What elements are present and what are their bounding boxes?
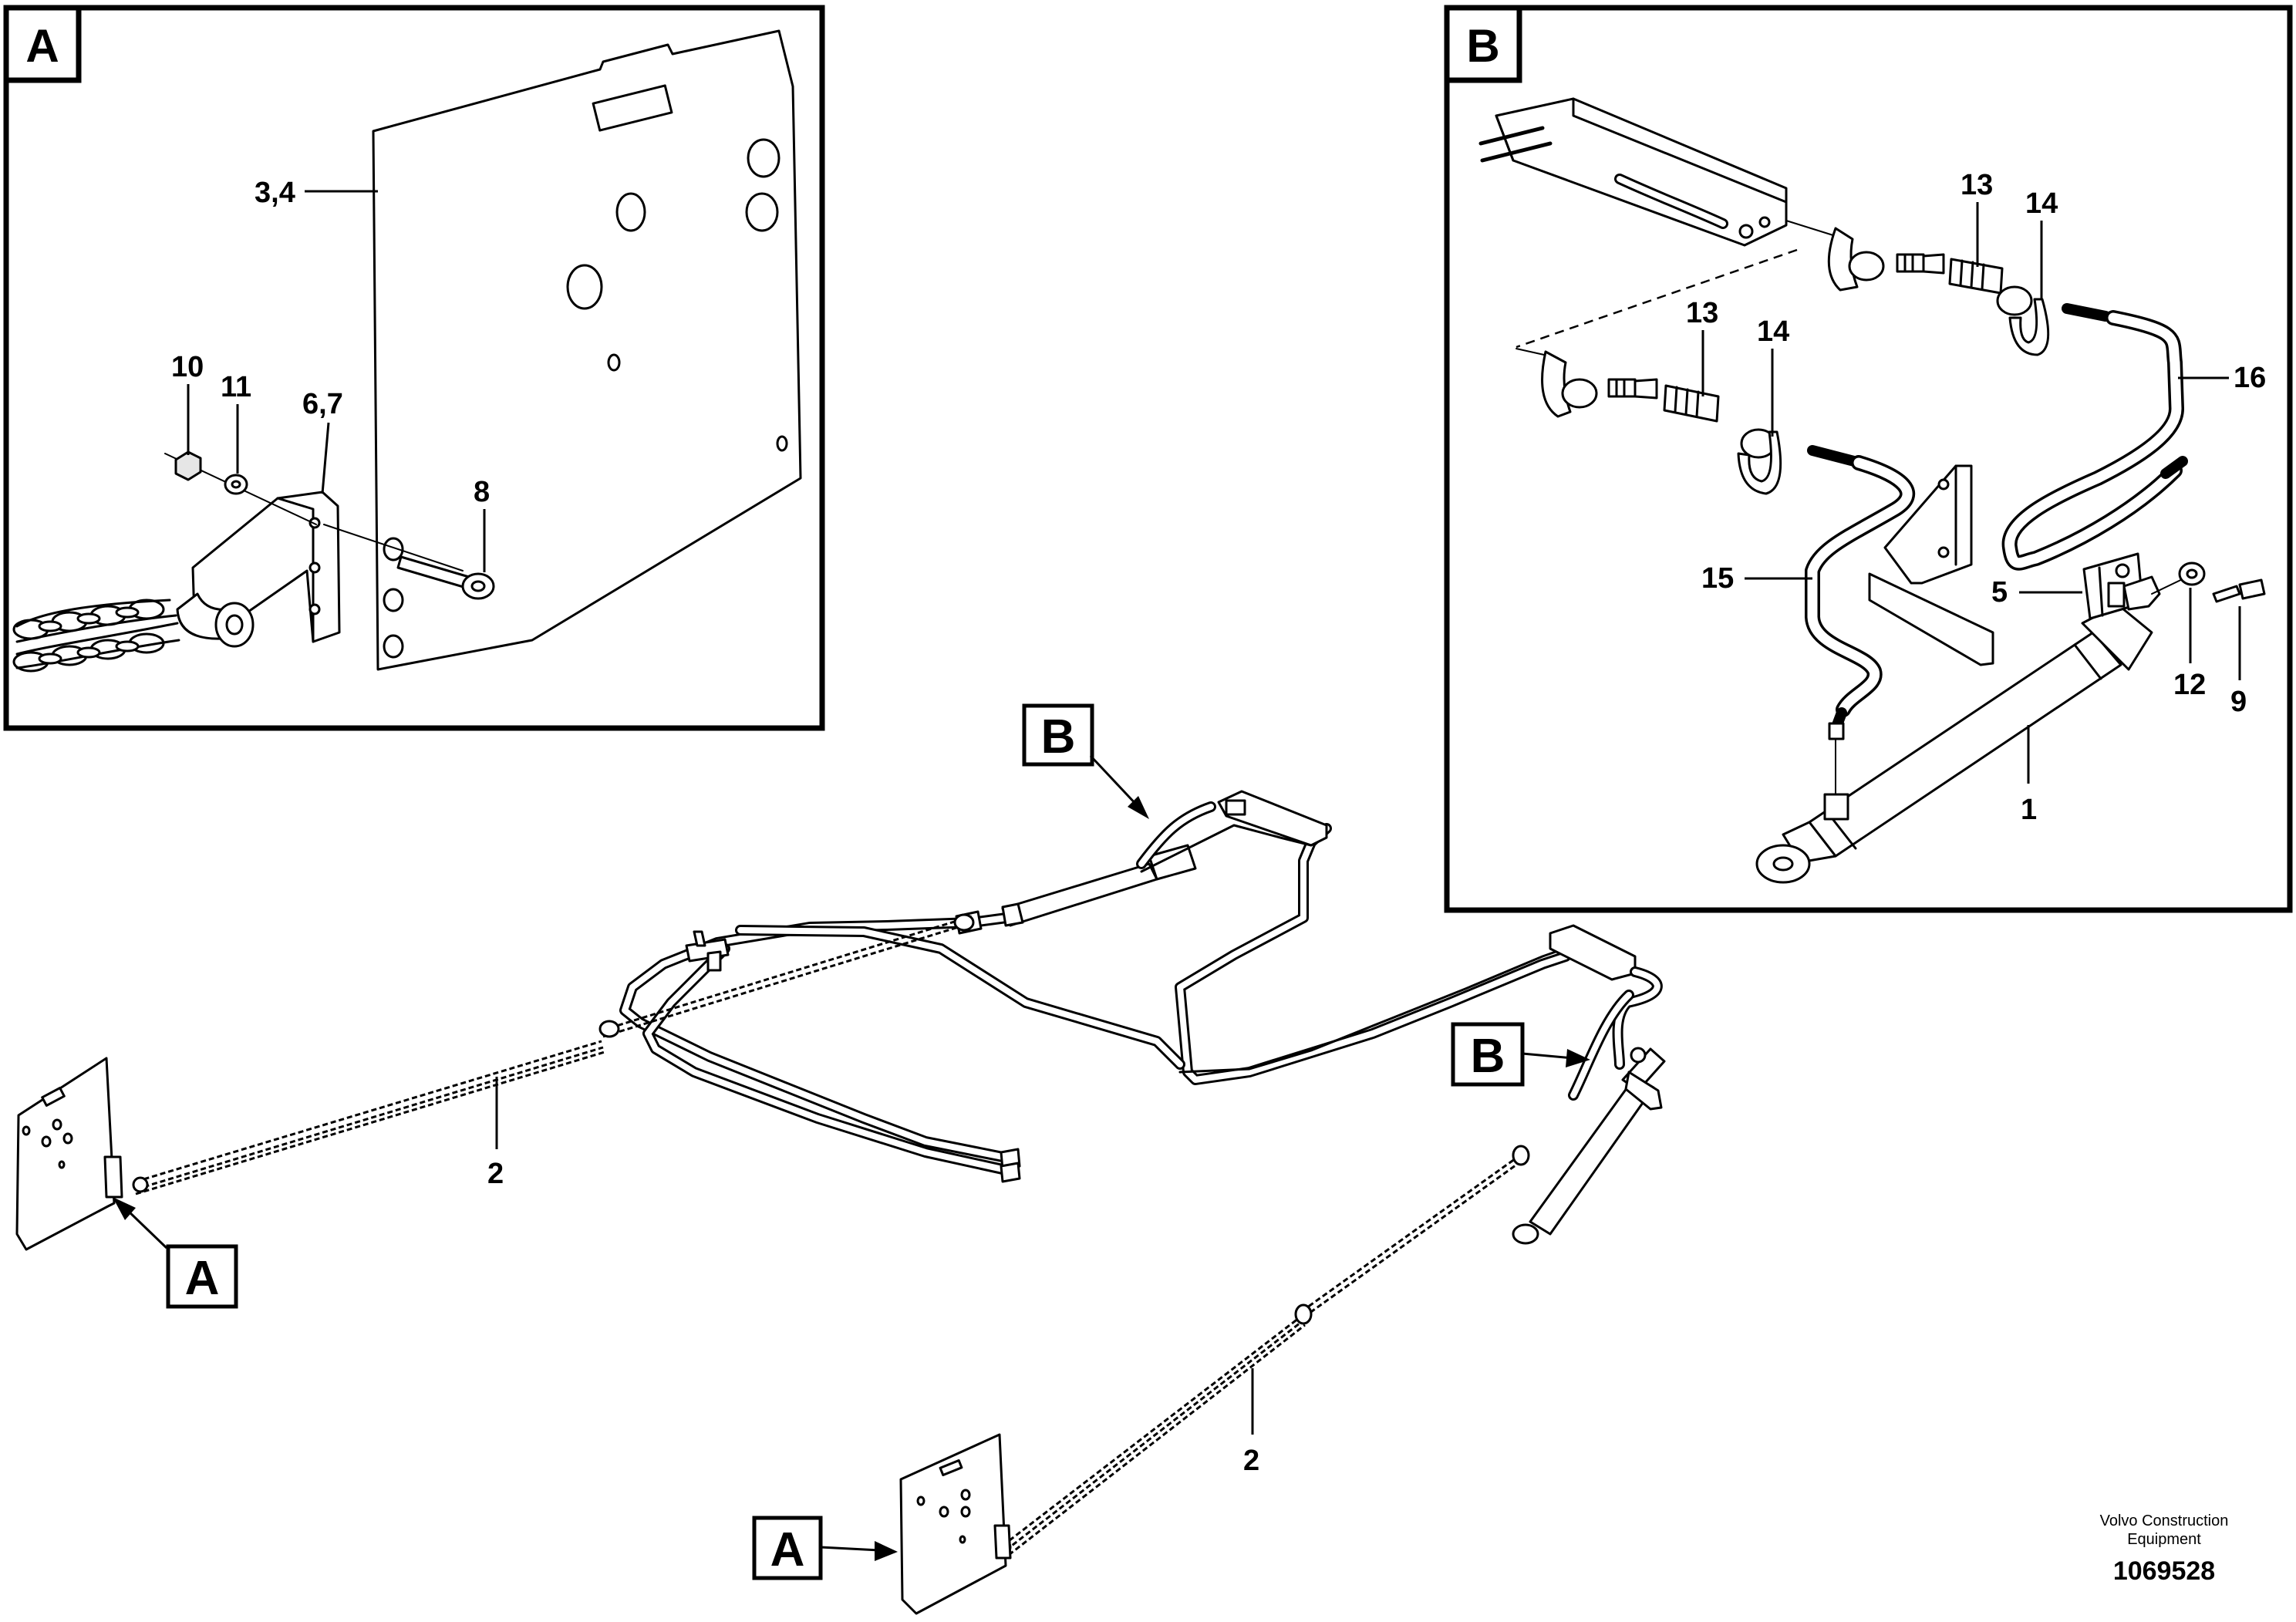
callout-a-left: A — [113, 1197, 238, 1309]
coupling-lower-male — [1607, 378, 1658, 400]
hydraulic-hose-16 — [2001, 303, 2188, 571]
chain-links — [12, 599, 180, 673]
overview-lower-bracket — [1512, 924, 1666, 1245]
label-14-upper: 14 — [2025, 187, 2058, 220]
washer — [224, 474, 248, 495]
bolt-9 — [2212, 578, 2266, 603]
callout-b-upper-arrow — [1128, 796, 1149, 819]
label-9: 9 — [2230, 686, 2247, 718]
caption-company-line2: Equipment — [2127, 1531, 2201, 1548]
upper-mounting-bracket — [1478, 97, 1788, 247]
dust-cap-lower-right — [1737, 428, 1782, 495]
lower-mounting-bracket — [1868, 464, 1994, 666]
coupling-upper-male — [1896, 253, 1945, 275]
detail-a-letter: A — [25, 20, 59, 72]
detail-b-panel: B — [1444, 5, 2293, 913]
detail-a-panel: A — [3, 5, 825, 731]
overview-tube-loop — [619, 823, 1575, 1183]
nut — [174, 450, 202, 481]
label-5: 5 — [1991, 576, 2008, 609]
washer-12 — [2178, 561, 2206, 586]
label-3-4: 3,4 — [255, 177, 295, 209]
detail-a-corner-box — [3, 5, 82, 83]
label-11: 11 — [221, 371, 251, 403]
label-6-7: 6,7 — [302, 388, 343, 420]
callout-b-upper-letter: B — [1041, 710, 1076, 764]
mudflap-right — [899, 1433, 1012, 1615]
callout-a-left-box — [166, 1244, 238, 1309]
label-2-left: 2 — [487, 1158, 504, 1190]
label-8: 8 — [474, 476, 490, 508]
callout-a-right-letter: A — [770, 1523, 805, 1576]
hydraulic-cylinder — [1755, 552, 2161, 884]
callout-a-right-leader — [820, 1546, 880, 1552]
chain-right — [996, 1145, 1530, 1556]
bolt — [396, 555, 495, 600]
caption-company-line1: Volvo Construction — [2100, 1512, 2229, 1529]
callout-a-right: A — [752, 1516, 898, 1580]
callout-a-right-arrow — [875, 1541, 898, 1561]
callout-b-upper: B — [1022, 703, 1149, 819]
callout-b-lower-box — [1451, 1022, 1525, 1087]
shackle — [176, 592, 255, 648]
coupling-lower-female — [1663, 384, 1720, 423]
dust-cap-lower-left — [1541, 350, 1598, 418]
overview-assembly: B B A A 2 2 — [15, 703, 1666, 1615]
caption-block: Volvo Construction Equipment 1069528 — [2100, 1512, 2229, 1586]
caption-doc-number: 1069528 — [2113, 1556, 2215, 1586]
label-10: 10 — [171, 351, 204, 383]
callout-b-lower-arrow — [1566, 1049, 1590, 1067]
label-1: 1 — [2021, 794, 2037, 826]
overview-upper-bracket — [1001, 790, 1328, 927]
callout-a-left-letter: A — [185, 1252, 220, 1305]
chain-left — [132, 913, 975, 1195]
label-14-lower: 14 — [1757, 315, 1789, 348]
detail-b-corner-box — [1444, 5, 1522, 83]
label-13-lower: 13 — [1686, 297, 1718, 329]
callout-b-lower-letter: B — [1471, 1030, 1505, 1083]
callout-b-lower-leader — [1522, 1052, 1574, 1060]
label-16: 16 — [2234, 362, 2266, 394]
label-12: 12 — [2173, 669, 2206, 701]
callout-b-upper-box — [1022, 703, 1094, 767]
mudflap-left — [15, 1057, 123, 1251]
callout-b-lower: B — [1451, 1022, 1590, 1087]
projection-line-upper — [1515, 248, 1798, 349]
leader-6-7 — [321, 422, 330, 494]
label-15: 15 — [1701, 562, 1734, 595]
label-13-upper: 13 — [1961, 169, 1993, 201]
callout-a-right-box — [752, 1516, 823, 1580]
hydraulic-hose-15 — [1805, 445, 1916, 795]
callout-a-left-leader — [125, 1208, 168, 1249]
dust-cap-upper-left — [1827, 227, 1885, 292]
detail-b-letter: B — [1466, 20, 1499, 72]
callout-b-upper-leader — [1089, 754, 1140, 808]
mudflap-plate — [372, 29, 802, 671]
callout-a-left-arrow — [113, 1197, 136, 1220]
label-2-right: 2 — [1243, 1445, 1259, 1477]
